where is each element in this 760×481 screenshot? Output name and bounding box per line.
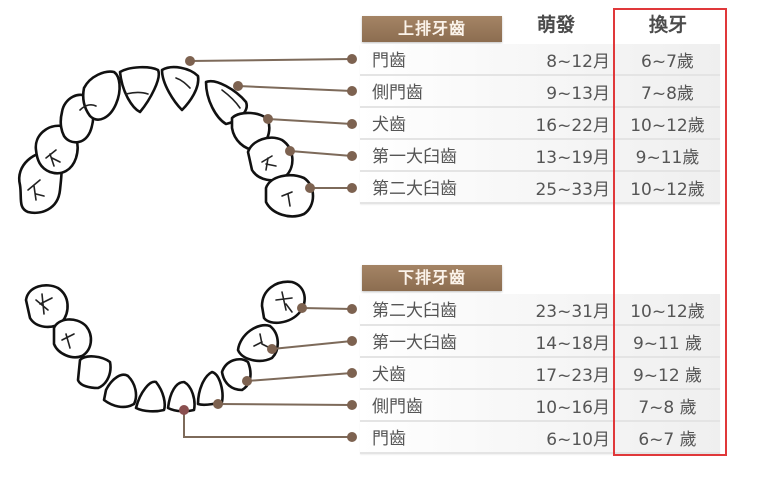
table-row: 側門齒 10~16月 7~8 歲 [360, 390, 720, 422]
table-row: 犬齒 17~23月 9~12 歲 [360, 358, 720, 390]
lower-left-central [134, 380, 167, 413]
shed-header: 換牙 [648, 14, 687, 36]
tooth-name: 第二大臼齒 [372, 301, 457, 321]
tooth-name: 門齒 [372, 429, 406, 449]
table-row: 犬齒 16~22月 10~12歲 [360, 108, 720, 140]
lower-left-molar-1 [52, 318, 93, 359]
tooth-name: 側門齒 [372, 83, 423, 103]
table-row: 側門齒 9~13月 7~8歲 [360, 76, 720, 108]
erupt-age: 16~22月 [535, 116, 610, 136]
shed-age: 6~7歲 [641, 52, 694, 72]
upper-left-lateral [81, 70, 121, 121]
erupt-age: 9~13月 [546, 84, 610, 104]
shed-age: 6~7 歲 [638, 430, 697, 450]
shed-age: 10~12歲 [630, 180, 705, 200]
upper-teeth-title: 上排牙齒 [362, 16, 502, 42]
lower-teeth-title: 下排牙齒 [362, 265, 502, 291]
table-row: 第二大臼齒 25~33月 10~12歲 [360, 172, 720, 204]
lower-left-molar-2 [24, 284, 69, 329]
table-row: 第一大臼齒 14~18月 9~11 歲 [360, 326, 720, 358]
tooth-name: 第一大臼齒 [372, 147, 457, 167]
upper-right-molar-1 [246, 136, 294, 182]
shed-age: 9~11 歲 [632, 334, 703, 354]
table-row: 門齒 6~10月 6~7 歲 [360, 422, 720, 454]
shed-age: 7~8歲 [641, 84, 694, 104]
tooth-name: 門齒 [372, 51, 406, 71]
table-row: 門齒 8~12月 6~7歲 [360, 44, 720, 76]
tooth-name: 犬齒 [372, 115, 406, 135]
lower-right-molar-1 [236, 323, 280, 363]
shed-age: 9~12 歲 [632, 366, 703, 386]
shed-age: 10~12歲 [630, 116, 705, 136]
erupt-age: 8~12月 [546, 52, 610, 72]
tooth-name: 第二大臼齒 [372, 179, 457, 199]
erupt-age: 25~33月 [535, 180, 610, 200]
erupt-age: 17~23月 [535, 366, 610, 386]
erupt-age: 14~18月 [535, 334, 610, 354]
lower-right-lateral [196, 370, 224, 407]
upper-right-molar-2 [264, 174, 315, 218]
erupt-age: 23~31月 [535, 302, 610, 322]
table-row: 第一大臼齒 13~19月 9~11歲 [360, 140, 720, 172]
lower-left-lateral [102, 373, 138, 409]
upper-right-central [160, 65, 200, 112]
erupt-header: 萌發 [536, 14, 575, 36]
tooth-name: 側門齒 [372, 397, 423, 417]
table-row: 第二大臼齒 23~31月 10~12歲 [360, 294, 720, 326]
tooth-name: 第一大臼齒 [372, 333, 457, 353]
upper-left-central [118, 65, 161, 114]
erupt-age: 13~19月 [535, 148, 610, 168]
shed-age: 7~8 歲 [638, 398, 697, 418]
lower-right-molar-2 [260, 280, 306, 325]
shed-age: 9~11歲 [635, 148, 700, 168]
tooth-name: 犬齒 [372, 365, 406, 385]
lower-left-canine [76, 355, 112, 390]
erupt-age: 10~16月 [535, 398, 610, 418]
erupt-age: 6~10月 [546, 430, 610, 450]
shed-age: 10~12歲 [630, 302, 705, 322]
